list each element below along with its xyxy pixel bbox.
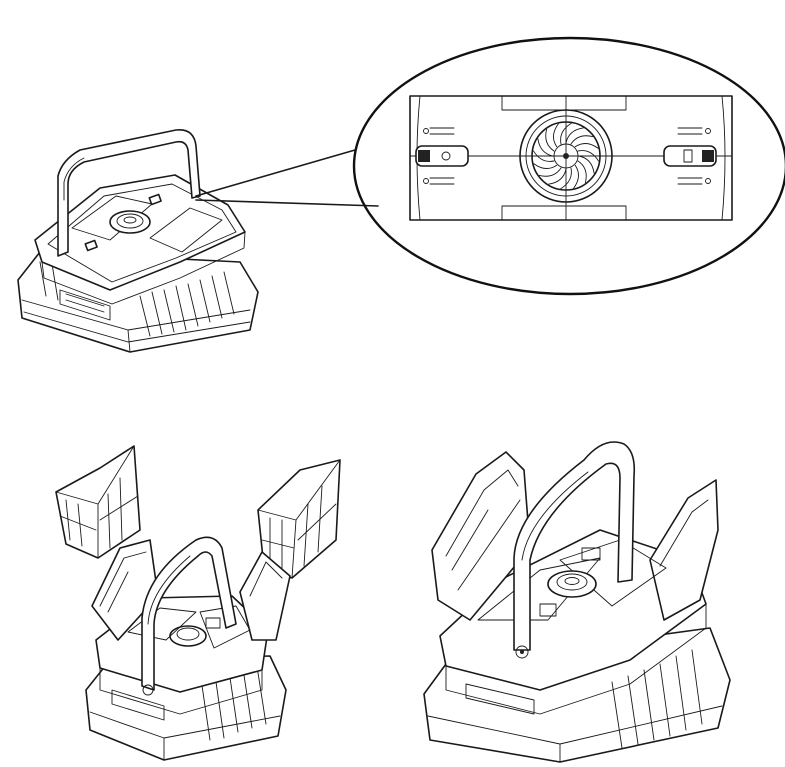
fan-blade (538, 167, 562, 177)
fan-blade (578, 155, 595, 174)
fan-blade (565, 127, 584, 144)
fan-blade (545, 128, 555, 152)
fan-blade (573, 164, 579, 189)
fan-blade (577, 160, 587, 184)
callout-detail (352, 36, 785, 296)
fan-blade (533, 163, 558, 169)
fan-blade (574, 143, 599, 149)
fan-blade (560, 167, 572, 190)
callout-pointer (195, 149, 379, 207)
fan-blade (537, 138, 554, 157)
fan-blade (560, 122, 572, 145)
fan-blade (548, 168, 567, 185)
fan-blade (553, 123, 559, 148)
robot-top-view (17, 129, 259, 353)
fan-blade (570, 135, 594, 145)
robot-open-filters-empty (423, 441, 731, 763)
fan-blade (532, 150, 555, 162)
fan-blade (577, 150, 600, 162)
robot-open-filters-removed (55, 445, 341, 761)
